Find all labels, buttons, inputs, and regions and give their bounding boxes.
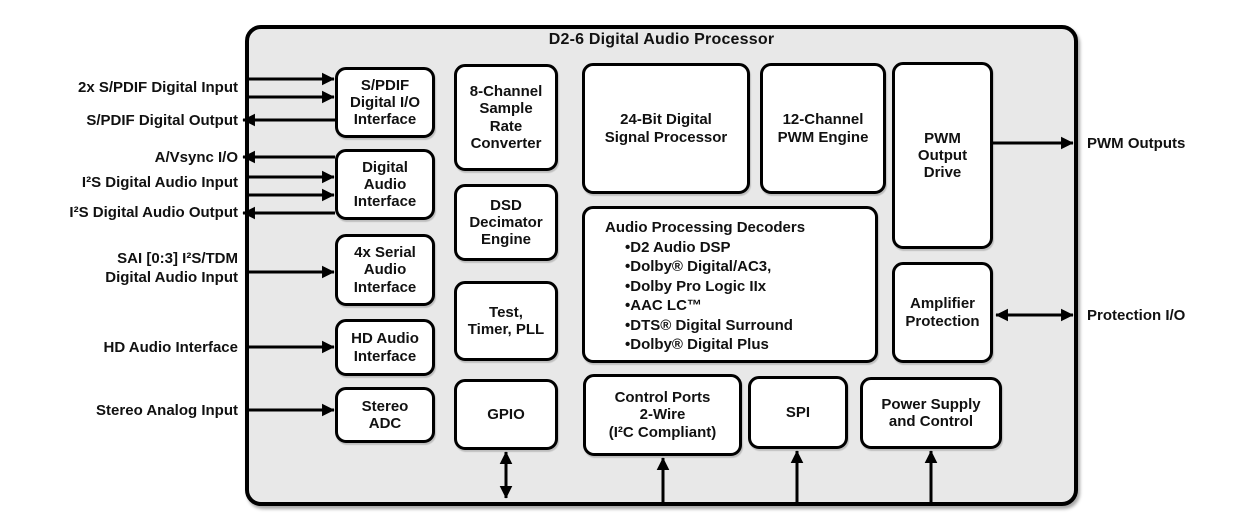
decoder-item: •AAC LC™ bbox=[625, 297, 702, 314]
block-control-ports: Control Ports 2-Wire (I²C Compliant) bbox=[583, 374, 742, 456]
block-pwm-output-drive: PWM Output Drive bbox=[892, 62, 993, 249]
decoder-item: •Dolby Pro Logic IIx bbox=[625, 277, 767, 295]
decoder-item: •Dolby® Digital/AC3, bbox=[625, 258, 772, 275]
label-i2s-digital-audio-output: I²S Digital Audio Output bbox=[69, 204, 238, 221]
decoders-heading: Audio Processing Decoders bbox=[605, 219, 806, 236]
block-12ch-pwm-engine: 12-Channel PWM Engine bbox=[760, 63, 886, 194]
label-stereo-analog-input: Stereo Analog Input bbox=[96, 402, 238, 419]
block-digital-audio-interface: Digital Audio Interface bbox=[335, 149, 435, 220]
block-sample-rate-converter: 8-Channel Sample Rate Converter bbox=[454, 64, 558, 171]
label-spdif-digital-input: 2x S/PDIF Digital Input bbox=[77, 79, 238, 96]
diagram-title: D2-6 Digital Audio Processor bbox=[548, 31, 775, 48]
block-stereo-adc: Stereo ADC bbox=[335, 387, 435, 443]
block-test-timer-pll: Test, Timer, PLL bbox=[454, 281, 558, 361]
label-pwm-outputs: PWM Outputs bbox=[1087, 135, 1186, 152]
label-hd-audio-interface: HD Audio Interface bbox=[103, 339, 238, 356]
label-i2s-digital-audio-input: I²S Digital Audio Input bbox=[81, 174, 238, 191]
block-amplifier-protection: Amplifier Protection bbox=[892, 262, 993, 363]
decoder-item: •D2 Audio DSP bbox=[625, 238, 731, 256]
decoder-item: •Dolby® Digital Plus bbox=[625, 336, 769, 353]
block-audio-processing-decoders: Audio Processing Decoders •D2 Audio DSP … bbox=[582, 206, 878, 363]
block-gpio: GPIO bbox=[454, 379, 558, 450]
decoder-item: •DTS® Digital Surround bbox=[625, 316, 793, 334]
block-24bit-dsp: 24-Bit Digital Signal Processor bbox=[582, 63, 750, 194]
block-dsd-decimator-engine: DSD Decimator Engine bbox=[454, 184, 558, 261]
block-spdif-digital-io-interface: S/PDIF Digital I/O Interface bbox=[335, 67, 435, 138]
block-power-supply: Power Supply and Control bbox=[860, 377, 1002, 449]
label-protection-io: Protection I/O bbox=[1087, 307, 1186, 324]
block-serial-audio-interface: 4x Serial Audio Interface bbox=[335, 234, 435, 306]
block-spi: SPI bbox=[748, 376, 848, 449]
block-hd-audio-interface: HD Audio Interface bbox=[335, 319, 435, 376]
label-sai-digital-audio-input: SAI [0:3] I²S/TDM Digital Audio Input bbox=[105, 250, 238, 286]
label-avsync-io: A/Vsync I/O bbox=[154, 149, 238, 166]
label-spdif-digital-output: S/PDIF Digital Output bbox=[86, 112, 238, 129]
